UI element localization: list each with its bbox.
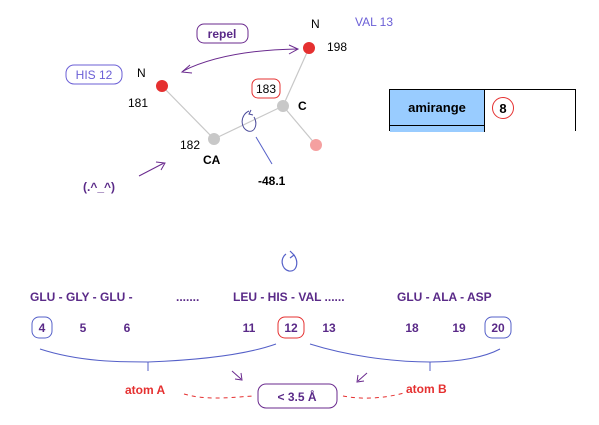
atom-ca-number: 182 (180, 138, 200, 152)
sequence-group-3: GLU - ALA - ASP (397, 290, 492, 304)
atom-c-number: 183 (256, 82, 276, 96)
atom-b-label: atom B (406, 382, 447, 396)
residue-number: 12 (284, 321, 298, 335)
sequence-dots-1: ....... (176, 290, 199, 304)
bond-c-o (282, 105, 317, 146)
residue-number-box (277, 316, 305, 339)
smiley-label: (.^_^) (83, 180, 115, 194)
atom-o (310, 139, 322, 151)
repel-label: repel (208, 27, 237, 41)
residue-numbers: 4 5 6 11 12 13 18 19 20 (31, 316, 512, 339)
torsion-value: -48.1 (258, 174, 286, 188)
residue-number: 5 (80, 321, 87, 335)
atom-n-his-number: 181 (128, 96, 148, 110)
sequence-group-1: GLU - GLY - GLU - (30, 290, 133, 304)
braces (39, 343, 501, 371)
atom-n-his (156, 80, 168, 92)
atom-c (277, 100, 289, 112)
dash-connector-left (183, 393, 254, 399)
residue-number: 20 (491, 321, 505, 335)
rotation-icon (241, 109, 257, 132)
distance-label: < 3.5 Å (277, 389, 316, 404)
his12-label-box (65, 64, 123, 85)
bond-ca-c (213, 105, 284, 140)
amirange-label-extension (390, 126, 485, 132)
val13-label: VAL 13 (355, 15, 393, 29)
atom-n-val-label: N (311, 17, 320, 31)
bond-n-ca (161, 85, 215, 140)
residue-number-box (31, 316, 53, 339)
bonds (161, 47, 317, 146)
residue-number: 6 (124, 321, 131, 335)
arrow-left-down (231, 370, 243, 381)
amirange-widget: amirange 8 (389, 89, 576, 132)
brace-right (309, 343, 501, 363)
atom-c-label: C (298, 99, 307, 113)
atom-ca-label: CA (203, 153, 221, 167)
atom-n-val (303, 42, 315, 54)
residue-number-box (484, 316, 512, 339)
atom-ca (208, 133, 220, 145)
amirange-value[interactable]: 8 (492, 97, 514, 119)
atom-a-label: atom A (125, 383, 166, 397)
residue-number: 19 (452, 321, 466, 335)
dash-connector-right (342, 392, 405, 399)
bond-c-n (282, 47, 310, 107)
repel-label-box (196, 23, 249, 44)
residue-number: 13 (322, 321, 336, 335)
residue-number: 18 (405, 321, 419, 335)
smiley-arrow (138, 161, 166, 177)
atom-n-val-number: 198 (327, 40, 347, 54)
cycle-icon (281, 250, 298, 272)
arrow-right-down (356, 372, 368, 383)
his12-label: HIS 12 (76, 68, 113, 82)
residue-number: 4 (39, 321, 46, 335)
atom-c-number-box (251, 78, 281, 99)
brace-left (39, 343, 277, 363)
distance-box (257, 383, 338, 409)
residue-number: 11 (243, 321, 256, 335)
torsion-pointer (255, 136, 273, 165)
atom-n-his-label: N (137, 66, 146, 80)
amirange-label: amirange (390, 90, 485, 126)
repel-arrow (180, 44, 300, 74)
sequence-group-2: LEU - HIS - VAL ...... (233, 290, 345, 304)
